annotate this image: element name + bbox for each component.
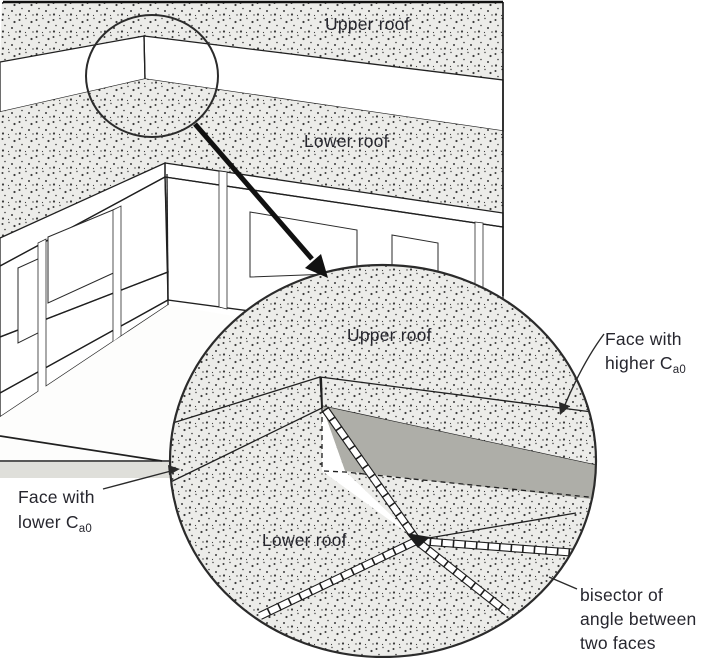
magnifier-circle-outline (168, 263, 598, 658)
pilaster (112, 205, 122, 343)
floor-slab-edge (0, 435, 163, 462)
upper-roof-label: Upper roof (325, 14, 410, 34)
window (17, 257, 41, 344)
lower-roof-surface (0, 79, 503, 238)
label-bisector: bisector of angle between two faces (548, 576, 696, 653)
svg-text:bisector of: bisector of (580, 585, 663, 605)
window (249, 211, 358, 278)
bisector-strip-corner (321, 406, 420, 542)
svg-text:higher Ca0: higher Ca0 (605, 353, 686, 376)
roof-joint-line (416, 512, 577, 541)
leader-arrowhead (559, 402, 570, 415)
zoom-arrow (193, 122, 328, 278)
leader-line (102, 470, 172, 490)
bisector-strip-down-right (415, 538, 510, 616)
corner-highlight-circle (85, 14, 219, 138)
hidden-base-dashed-line (323, 470, 596, 499)
magnified-view: Upper roof Lower roof (170, 265, 596, 657)
upper-roof-surface (0, 2, 503, 80)
leader-line (563, 333, 605, 408)
corner-white-wedge (322, 406, 417, 540)
leader-arrowhead (168, 465, 180, 475)
inner-corner-edge (166, 173, 169, 301)
bisector-strip-right (417, 536, 579, 558)
svg-text:lower Ca0: lower Ca0 (18, 512, 92, 535)
label-face-lower: Face with lower Ca0 (18, 465, 180, 535)
strip-junction (406, 533, 430, 548)
lens-lower-roof-label: Lower roof (262, 530, 347, 550)
svg-text:two faces: two faces (580, 633, 656, 653)
floor-front-strip (0, 462, 170, 478)
building-overview: Upper roof Lower roof (0, 0, 504, 478)
corner-vertical-edge (320, 376, 323, 409)
label-face-higher: Face with higher Ca0 (559, 329, 686, 415)
svg-text:angle between: angle between (580, 609, 696, 629)
svg-text:Face with: Face with (605, 329, 682, 349)
lower-roof-label: Lower roof (304, 131, 389, 151)
zoom-arrow-head (305, 254, 328, 278)
leader-line (548, 576, 578, 590)
bisector-strip-down-left (258, 537, 418, 620)
lens-upper-roof-label: Upper roof (347, 325, 432, 345)
lens-face-higher (322, 406, 596, 500)
svg-text:Face with: Face with (18, 487, 95, 507)
pilaster (218, 170, 228, 310)
